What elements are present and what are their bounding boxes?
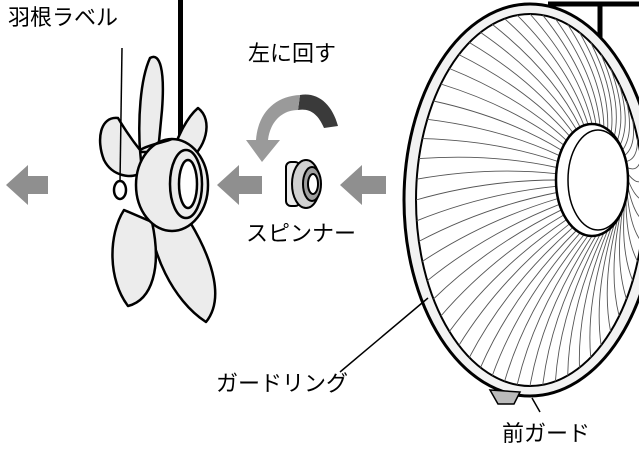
guard-wire (416, 185, 557, 222)
guard-wire (625, 198, 638, 262)
guard-wire (542, 235, 597, 385)
guard-wire (418, 156, 557, 168)
guard-wire (619, 209, 627, 300)
left-arrow-icon (6, 165, 48, 205)
guard-wire (618, 83, 626, 146)
guard-wire (627, 186, 639, 218)
guard-wire (613, 214, 621, 317)
front-guard (402, 2, 639, 405)
guard-wire (416, 170, 557, 180)
guard-wire (579, 32, 609, 130)
guard-ring-text: ガードリング (216, 372, 349, 397)
spinner-text: スピンナー (246, 222, 357, 247)
guard-wire (598, 223, 615, 346)
guard-wire (418, 192, 557, 242)
guard-wire (480, 230, 577, 368)
guard-wire (440, 214, 565, 317)
guard-wire (590, 42, 613, 133)
front-guard-text: 前ガード (502, 422, 591, 447)
guard-wire (555, 18, 601, 126)
guard-wire (529, 13, 593, 125)
guard-wire (516, 14, 589, 125)
guard-wire (600, 54, 617, 137)
guard-wire (491, 232, 581, 376)
fan-blade-assembly (98, 55, 217, 324)
guard-wire (589, 227, 612, 358)
guard-wire (415, 179, 557, 201)
guard-wire (433, 209, 562, 300)
front-guard-leader (531, 397, 541, 413)
guard-wire (440, 83, 565, 146)
guard-wire (449, 219, 567, 332)
guard-wire (422, 138, 559, 162)
guard-ring-leader (339, 297, 429, 373)
guard-wire (504, 234, 585, 382)
guard-wire (606, 219, 618, 332)
guard-wire (610, 68, 622, 141)
guard-wire (623, 204, 634, 281)
guard-wire (554, 234, 601, 382)
guard-wire (468, 227, 574, 358)
guard-wire (469, 42, 574, 133)
counterclockwise-rotate-arrow-icon (246, 94, 338, 162)
guard-wire (627, 179, 639, 199)
guard-wire (567, 24, 605, 128)
blade-label-text: 羽根ラベル (8, 6, 119, 31)
guard-wire (624, 119, 635, 157)
guard-wire (542, 14, 597, 125)
left-arrow-icon (217, 165, 262, 205)
guard-wire (433, 100, 562, 151)
left-arrow-icon (340, 165, 386, 205)
guard-wire (516, 235, 589, 385)
spinner-part (285, 159, 322, 209)
guard-wire (422, 198, 559, 262)
rotate-left-text: 左に回す (248, 42, 337, 67)
guard-wire (504, 18, 585, 126)
blade-label-leader (119, 47, 123, 183)
guard-wire (622, 100, 630, 151)
guard-wire (529, 235, 593, 387)
guard-wire (567, 232, 605, 376)
guard-wire (449, 68, 567, 141)
guard-wire (427, 203, 560, 282)
guard-wire (626, 192, 639, 240)
guard-wire (492, 24, 581, 128)
guard-wire (480, 32, 577, 130)
guard-wire (626, 163, 639, 170)
guard-wire (578, 230, 609, 368)
guard-wire (625, 138, 639, 162)
guard-wire (427, 118, 560, 157)
stand-pole (178, 0, 183, 138)
guard-wire (458, 54, 570, 137)
guard-wire (627, 173, 639, 183)
guard-wire (458, 223, 570, 346)
